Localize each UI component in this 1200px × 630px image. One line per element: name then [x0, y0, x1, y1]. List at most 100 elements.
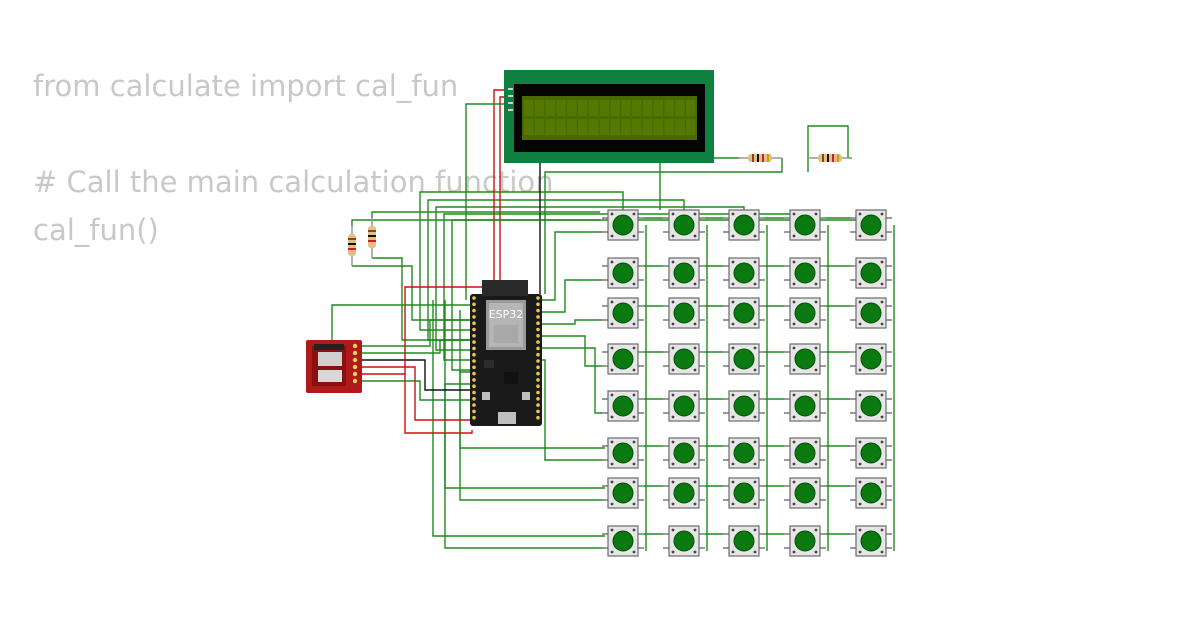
- esp32-pin: [536, 308, 540, 313]
- esp32-pin: [472, 384, 476, 389]
- keypad-button-r5-c5[interactable]: [850, 390, 892, 422]
- lcd-cell: [664, 119, 674, 135]
- keypad-button-r1-c1[interactable]: [602, 209, 644, 241]
- esp32-pin: [536, 302, 540, 307]
- wire: [357, 319, 470, 347]
- keypad-button-r7-c2[interactable]: [663, 477, 705, 509]
- lcd-cell: [599, 119, 609, 135]
- lcd-cell: [642, 119, 653, 135]
- wire: [357, 359, 470, 391]
- lcd-cell: [578, 119, 588, 135]
- keypad-button-r2-c3[interactable]: [723, 257, 765, 289]
- sd-card-module[interactable]: [306, 340, 362, 393]
- esp32-pin: [536, 315, 540, 319]
- esp32-pin: [536, 378, 540, 382]
- keypad-button-r3-c2[interactable]: [663, 297, 705, 329]
- keypad-button-r3-c5[interactable]: [850, 297, 892, 329]
- keypad-button-r4-c2[interactable]: [663, 343, 705, 375]
- wire: [331, 304, 470, 340]
- keypad-button-r8-c1[interactable]: [602, 525, 644, 557]
- keypad-button-r6-c3[interactable]: [723, 437, 765, 469]
- esp32-pin: [472, 302, 476, 307]
- lcd-display[interactable]: [504, 70, 714, 163]
- keypad-button-r8-c3[interactable]: [723, 525, 765, 557]
- esp32-pin: [536, 321, 540, 326]
- wire: [536, 231, 605, 301]
- lcd-cell: [610, 100, 620, 116]
- keypad-button-r7-c3[interactable]: [723, 477, 765, 509]
- keypad-button-r8-c2[interactable]: [663, 525, 705, 557]
- wire: [357, 373, 473, 434]
- lcd-cell: [686, 119, 696, 135]
- lcd-cell: [632, 119, 642, 135]
- lcd-cell: [632, 100, 642, 116]
- keypad-button-r3-c3[interactable]: [723, 297, 765, 329]
- keypad-button-r2-c2[interactable]: [663, 257, 705, 289]
- lcd-cell: [556, 119, 566, 135]
- esp32-board[interactable]: ESP32: [470, 280, 542, 426]
- keypad-button-r5-c2[interactable]: [663, 390, 705, 422]
- keypad-button-r7-c5[interactable]: [850, 477, 892, 509]
- keypad-button-r1-c3[interactable]: [723, 209, 765, 241]
- keypad-button-r7-c1[interactable]: [602, 477, 644, 509]
- keypad-button-r6-c1[interactable]: [602, 437, 644, 469]
- keypad-button-r7-c4[interactable]: [784, 477, 826, 509]
- keypad-button-r4-c4[interactable]: [784, 343, 826, 375]
- wire: [536, 319, 605, 325]
- keypad-button-r3-c4[interactable]: [784, 297, 826, 329]
- esp32-pin: [536, 371, 540, 376]
- keypad-button-r4-c1[interactable]: [602, 343, 644, 375]
- keypad-button-r5-c4[interactable]: [784, 390, 826, 422]
- lcd-cell: [588, 119, 599, 135]
- esp32-pin: [472, 390, 476, 395]
- wires: [331, 89, 895, 551]
- esp32-pin: [536, 403, 540, 407]
- lcd-cell: [524, 100, 534, 116]
- esp32-pin: [536, 365, 540, 370]
- esp32-pin: [472, 359, 476, 363]
- wire: [371, 211, 600, 218]
- keypad-button-r1-c2[interactable]: [663, 209, 705, 241]
- keypad-button-r8-c5[interactable]: [850, 525, 892, 557]
- esp32-pin: [536, 327, 540, 332]
- keypad-button-r3-c1[interactable]: [602, 297, 644, 329]
- esp32-pin-headers: [472, 296, 540, 420]
- esp32-pin: [536, 409, 540, 414]
- keypad-button-r6-c4[interactable]: [784, 437, 826, 469]
- lcd-cell: [686, 100, 696, 116]
- wire: [351, 219, 600, 226]
- lcd-cell: [675, 100, 685, 116]
- esp32-pin: [536, 346, 540, 351]
- esp32-pin: [472, 397, 476, 401]
- code-line-call: cal_fun(): [33, 213, 159, 247]
- resistor-4[interactable]: [368, 218, 376, 258]
- resistor-1[interactable]: [738, 154, 782, 162]
- lcd-cell: [653, 119, 663, 135]
- esp32-pin: [472, 409, 476, 414]
- keypad-button-r4-c5[interactable]: [850, 343, 892, 375]
- keypad-button-r1-c5[interactable]: [850, 209, 892, 241]
- lcd-cell: [664, 100, 674, 116]
- keypad-button-r2-c5[interactable]: [850, 257, 892, 289]
- keypad-button-r5-c1[interactable]: [602, 390, 644, 422]
- keypad-button-r8-c4[interactable]: [784, 525, 826, 557]
- wire: [807, 125, 852, 172]
- keypad-button-r6-c2[interactable]: [663, 437, 705, 469]
- lcd-cell: [621, 119, 631, 135]
- lcd-cell: [545, 119, 555, 135]
- keypad-button-r4-c3[interactable]: [723, 343, 765, 375]
- resistor-3[interactable]: [348, 226, 356, 266]
- esp32-pin: [472, 371, 476, 376]
- esp32-label: ESP32: [489, 308, 524, 321]
- esp32-pin: [472, 340, 476, 344]
- lcd-cell: [610, 119, 620, 135]
- keypad-button-r1-c4[interactable]: [784, 209, 826, 241]
- keypad-button-r2-c4[interactable]: [784, 257, 826, 289]
- wire: [432, 300, 605, 537]
- wire: [357, 366, 470, 421]
- keypad-button-r6-c5[interactable]: [850, 437, 892, 469]
- esp32-pin: [536, 352, 540, 357]
- keypad-button-r2-c1[interactable]: [602, 257, 644, 289]
- resistor-2[interactable]: [808, 154, 852, 162]
- keypad-button-r5-c3[interactable]: [723, 390, 765, 422]
